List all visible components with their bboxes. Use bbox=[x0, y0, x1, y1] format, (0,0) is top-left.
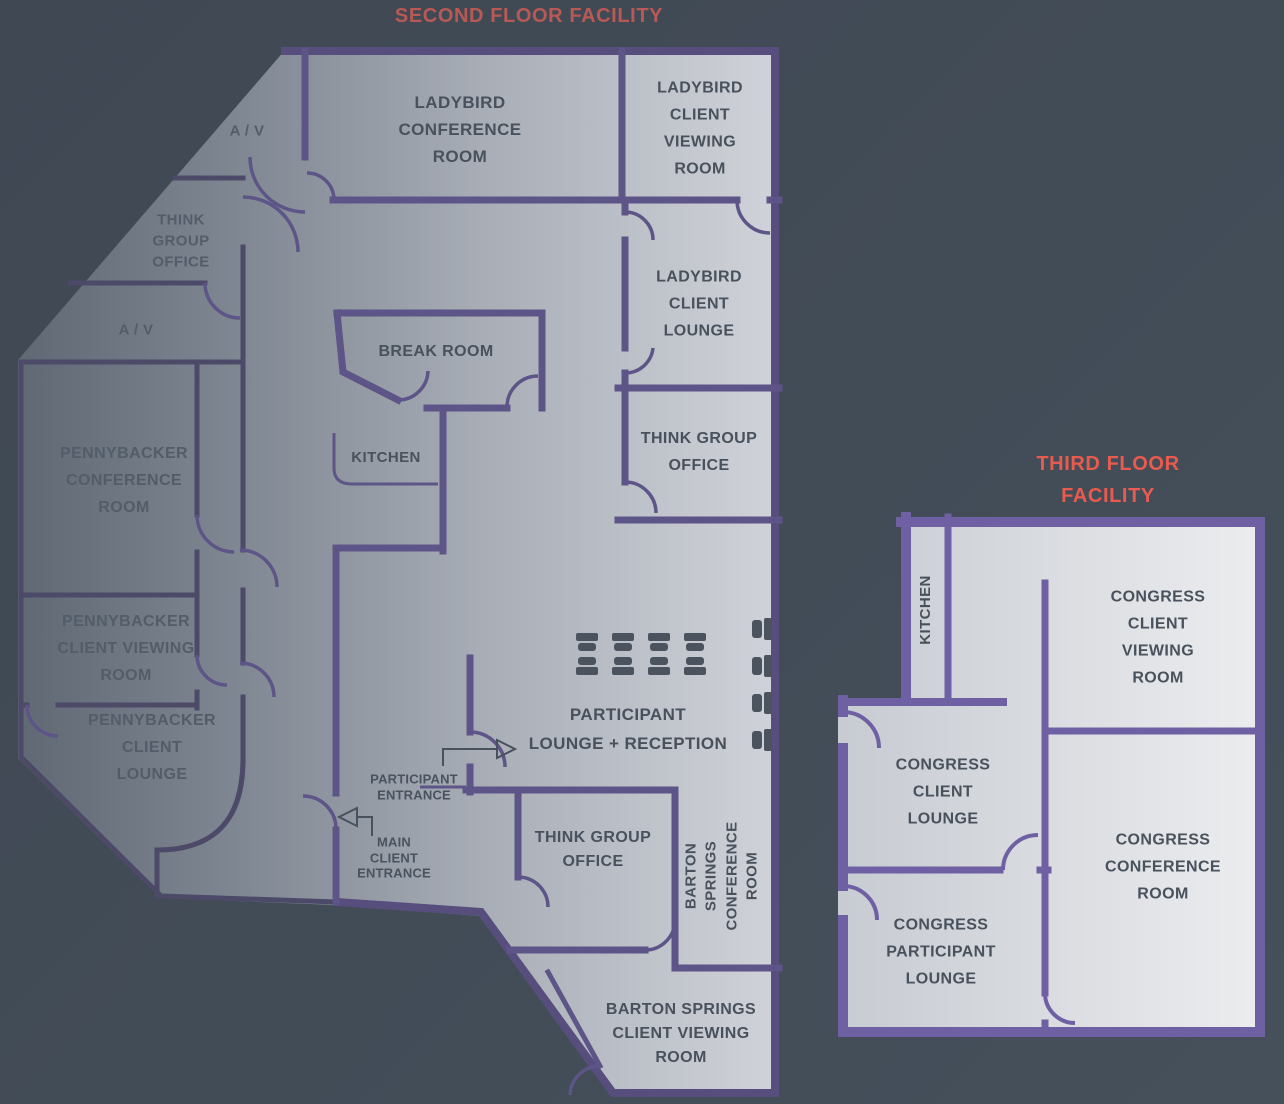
room-label-pennybacker-client-viewing: PENNYBACKER CLIENT VIEWING ROOM bbox=[57, 613, 195, 685]
second-floor-interior-walls bbox=[301, 47, 783, 1070]
chair-icon bbox=[684, 657, 706, 675]
room-label-ladybird-conference: LADYBIRD CONFERENCE ROOM bbox=[398, 93, 522, 167]
room-label-barton-springs-conference: BARTON SPRINGS CONFERENCE ROOM bbox=[682, 821, 761, 931]
chair-icon bbox=[752, 655, 772, 677]
third-floor-door-arcs bbox=[842, 710, 1076, 1025]
room-label-kitchen-third: KITCHEN bbox=[917, 575, 934, 645]
arrow-left-icon bbox=[336, 806, 373, 836]
chair-icon bbox=[576, 657, 598, 675]
chair-icon bbox=[648, 633, 670, 651]
room-label-av-lower: A / V bbox=[118, 321, 154, 339]
main-client-entrance-label: MAIN CLIENT ENTRANCE bbox=[357, 834, 431, 881]
second-floor-footprint bbox=[18, 50, 779, 1097]
second-floor-door-arcs bbox=[25, 156, 771, 1096]
room-label-congress-participant-lounge: CONGRESS PARTICIPANT LOUNGE bbox=[886, 916, 996, 988]
second-floor-outer-walls bbox=[281, 47, 779, 1097]
room-label-congress-client-lounge: CONGRESS CLIENT LOUNGE bbox=[895, 756, 991, 828]
second-floor-left-walls bbox=[18, 175, 246, 899]
room-label-ladybird-client-viewing: LADYBIRD CLIENT VIEWING ROOM bbox=[657, 79, 743, 177]
room-label-pennybacker-client-lounge: PENNYBACKER CLIENT LOUNGE bbox=[88, 712, 216, 784]
arrow-right-icon bbox=[442, 738, 518, 766]
room-label-break-room: BREAK ROOM bbox=[378, 343, 494, 361]
second-floor-counters bbox=[332, 433, 466, 789]
chair-icon bbox=[612, 657, 634, 675]
chair-icon bbox=[648, 657, 670, 675]
room-label-congress-conference: CONGRESS CONFERENCE ROOM bbox=[1104, 831, 1222, 903]
chair-icon bbox=[752, 692, 772, 714]
third-floor-interior-walls bbox=[839, 513, 1264, 1037]
room-label-ladybird-client-lounge: LADYBIRD CLIENT LOUNGE bbox=[656, 268, 742, 340]
room-label-kitchen-second: KITCHEN bbox=[351, 449, 421, 466]
chair-icon bbox=[576, 633, 598, 651]
room-label-think-group-office-nw: THINK GROUP OFFICE bbox=[152, 211, 210, 271]
room-label-congress-client-viewing: CONGRESS CLIENT VIEWING ROOM bbox=[1110, 588, 1206, 686]
chair-icon bbox=[612, 633, 634, 651]
third-floor-title: THIRD FLOOR FACILITY bbox=[1036, 453, 1180, 507]
room-label-barton-springs-client-viewing: BARTON SPRINGS CLIENT VIEWING ROOM bbox=[605, 1001, 757, 1066]
second-floor-left-outer-walls bbox=[18, 359, 340, 905]
lounge-chair-rows bbox=[576, 618, 772, 751]
chair-icon bbox=[684, 633, 706, 651]
room-label-participant-lounge-reception: PARTICIPANT LOUNGE + RECEPTION bbox=[528, 705, 728, 753]
room-label-pennybacker-conference: PENNYBACKER CONFERENCE ROOM bbox=[60, 445, 188, 517]
room-label-think-group-office-east: THINK GROUP OFFICE bbox=[640, 430, 758, 474]
room-label-av-upper: A / V bbox=[229, 122, 265, 140]
participant-entrance-label: PARTICIPANT ENTRANCE bbox=[370, 771, 458, 802]
chair-icon bbox=[752, 729, 772, 751]
second-floor-title: SECOND FLOOR FACILITY bbox=[394, 5, 664, 27]
entrance-arrows bbox=[336, 738, 518, 836]
chair-icon bbox=[752, 618, 772, 640]
room-label-think-group-office-south: THINK GROUP OFFICE bbox=[534, 829, 652, 870]
